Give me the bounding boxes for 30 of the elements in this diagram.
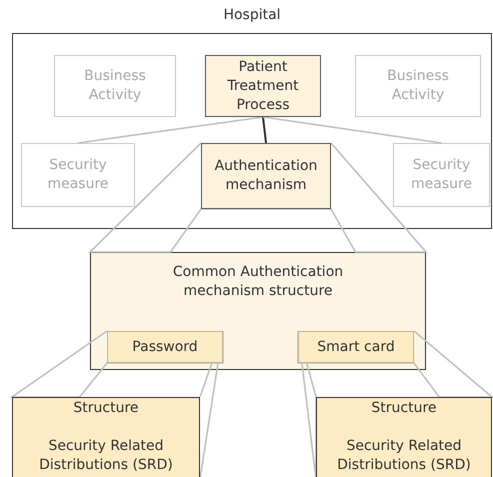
method-box [298,331,414,363]
structure-box [90,252,426,370]
box-text: Security Related Distributions (SRD) [336,437,472,475]
box-label: Authentication mechanism [214,157,318,195]
faded-box [21,143,135,207]
box-label: Smart card [317,339,395,355]
detail-box [12,397,200,477]
box-label: Security measure [410,156,474,194]
box-label: Password [132,339,198,355]
method-box [107,331,223,363]
faded-box [393,143,490,207]
faded-box [54,55,176,117]
detail-box [316,397,492,477]
box-heading: Structure [72,399,140,418]
faded-box [355,55,481,117]
process-box [201,143,331,209]
connector-line [262,116,267,144]
box-label: Business Activity [83,67,147,105]
projection-lines [297,330,493,477]
box-heading: Common Authentication mechanism structure [172,263,344,301]
projection-lines [88,142,428,253]
frame-heading: Hospital [222,6,282,25]
connector-line [78,116,264,144]
box-label: Patient Treatment Process [226,58,300,114]
box-label: Business Activity [386,67,450,105]
process-box [205,55,321,117]
connector-line [262,116,442,144]
box-text: Security Related Distributions (SRD) [38,437,174,475]
box-heading: Structure [370,399,438,418]
box-label: Security measure [46,156,110,194]
